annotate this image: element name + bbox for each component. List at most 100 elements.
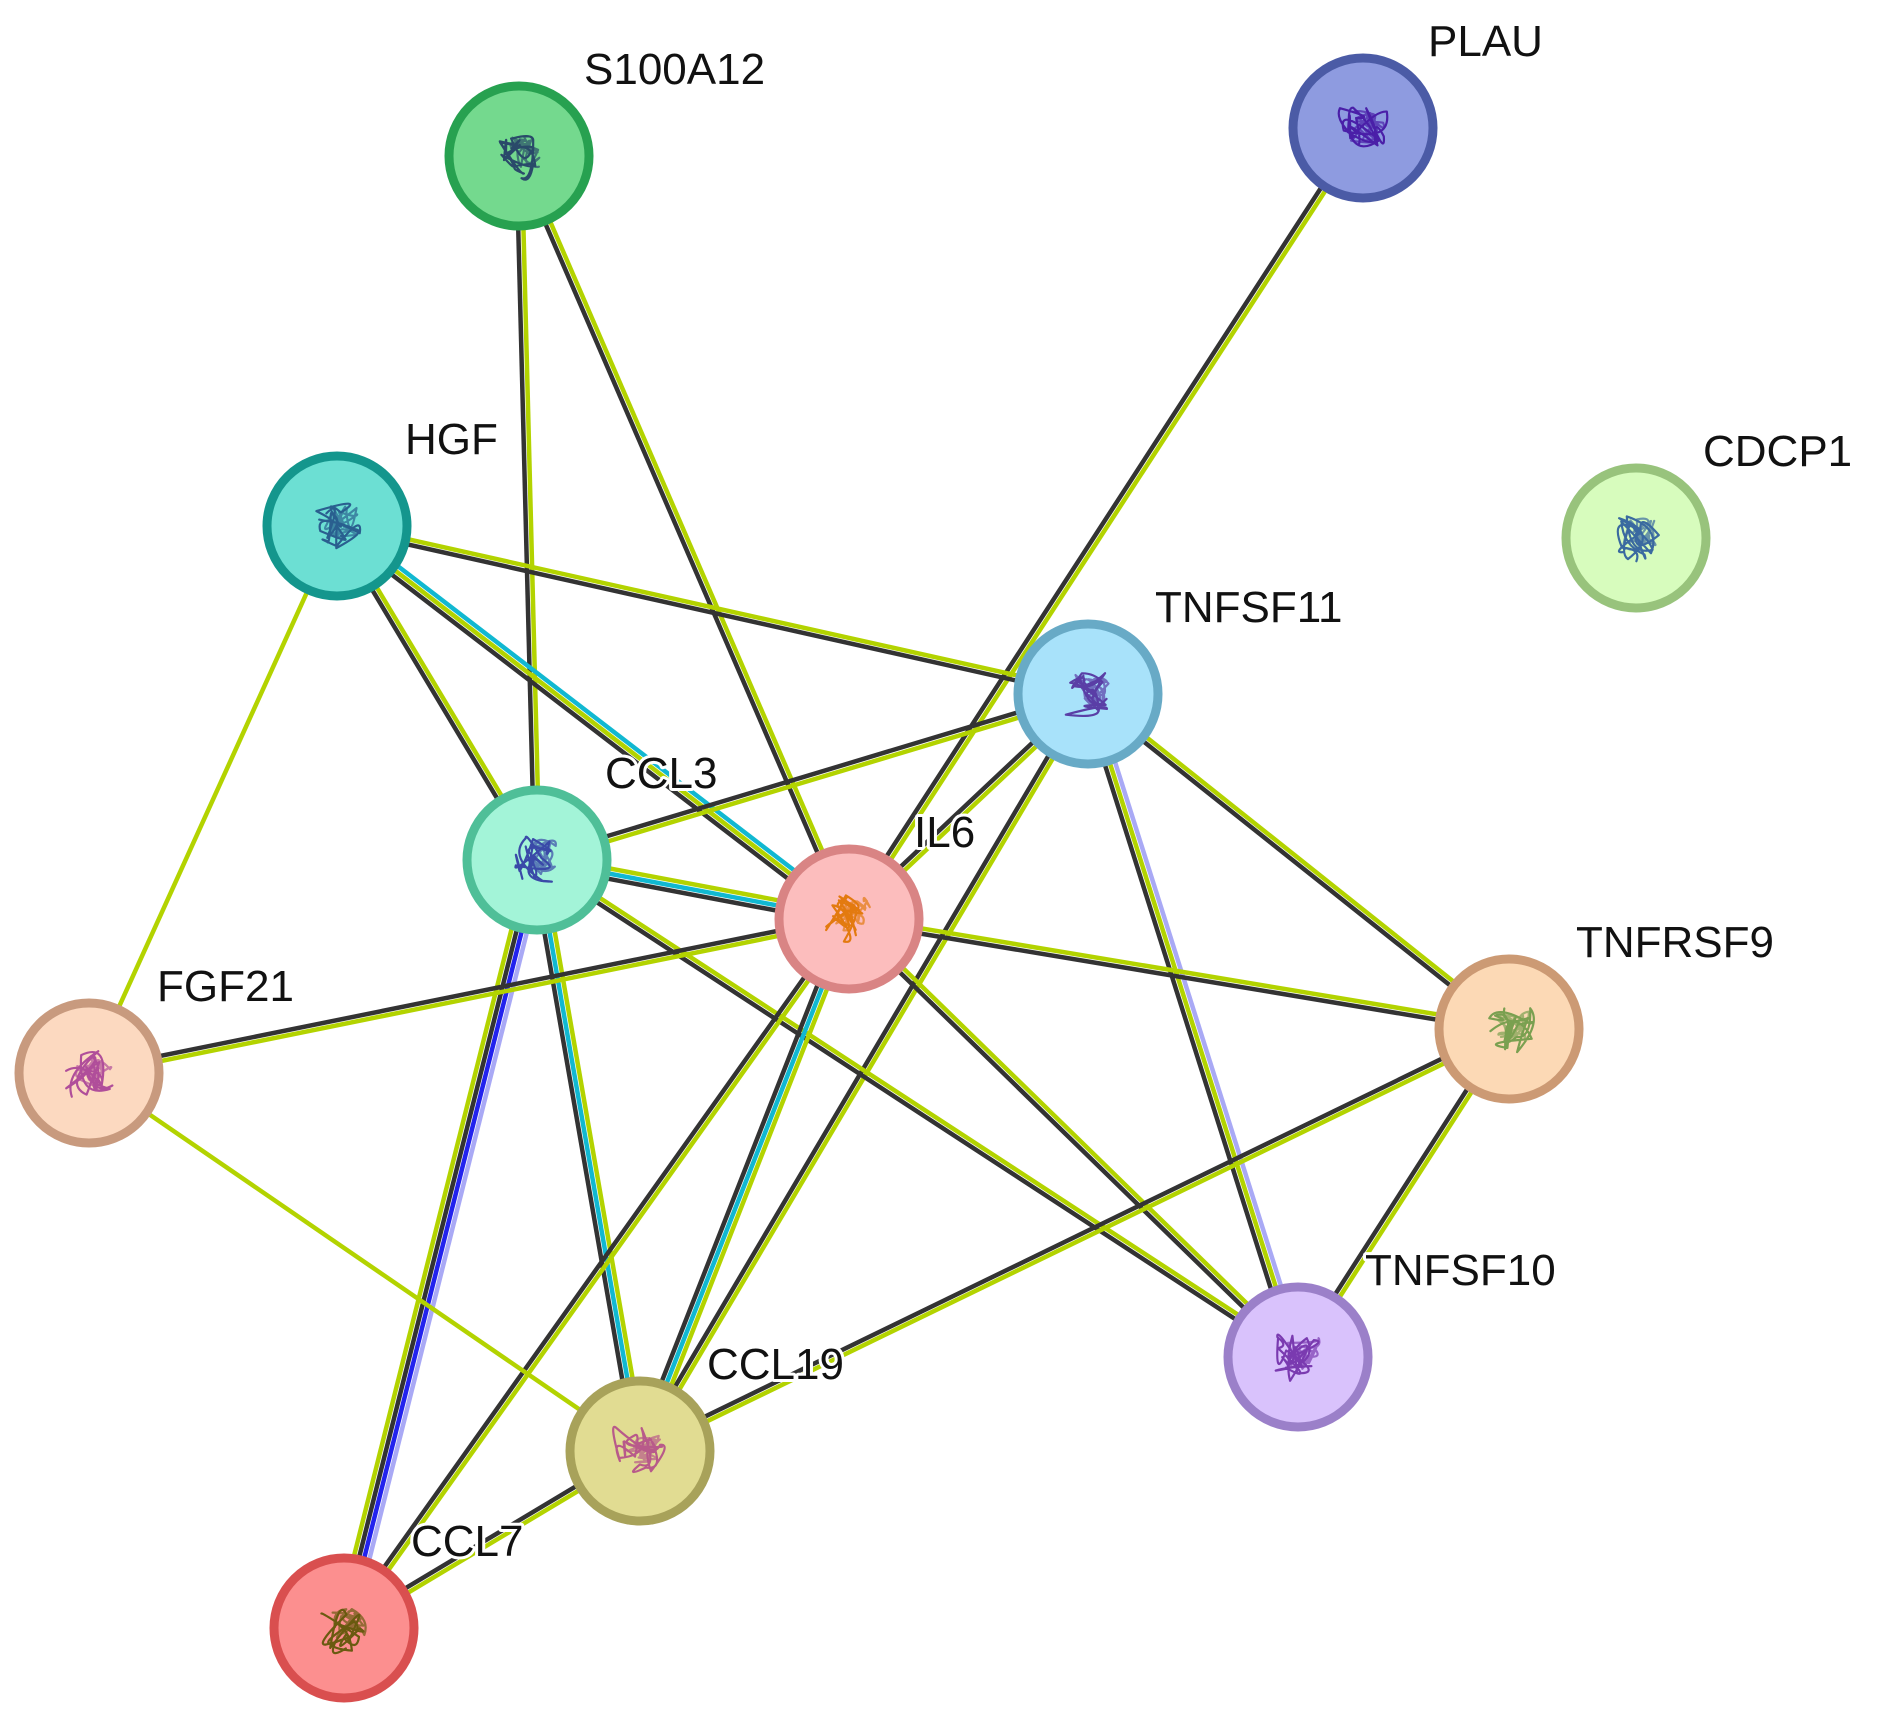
edge-hgf-tnfsf11[interactable] bbox=[335, 521, 1090, 699]
edge-line-textmining bbox=[89, 919, 850, 1078]
edge-line-coexpression bbox=[535, 689, 1088, 860]
edge-line-textmining bbox=[849, 128, 1368, 922]
node-label: FGF21 bbox=[157, 962, 294, 1011]
edge-line-textmining bbox=[539, 858, 648, 1451]
edge-ccl3-ccl7[interactable] bbox=[334, 857, 547, 1631]
edge-line-coexpression bbox=[534, 860, 1298, 1362]
edge-line-homology bbox=[1090, 691, 1306, 1357]
edges-layer bbox=[86, 125, 1514, 1633]
edge-s100a12-il6[interactable] bbox=[514, 154, 854, 921]
node-circle bbox=[444, 81, 594, 231]
protein-structure-icon bbox=[525, 838, 557, 876]
edge-plau-il6[interactable] bbox=[844, 125, 1368, 922]
node-label: CCL7 bbox=[411, 1517, 524, 1566]
node-label: TNFRSF9 bbox=[1576, 918, 1774, 967]
node-ccl19[interactable]: CCL19 bbox=[565, 1337, 847, 1526]
node-ccl3[interactable]: CCL3 bbox=[462, 746, 721, 935]
edge-il6-ccl7[interactable] bbox=[340, 916, 853, 1631]
protein-structure-icon bbox=[509, 135, 541, 169]
edge-line-textmining bbox=[1088, 690, 1513, 1029]
node-label: TNFSF11 bbox=[1155, 583, 1342, 632]
protein-structure-icon bbox=[1495, 1010, 1530, 1043]
node-label: S100A12 bbox=[584, 45, 765, 94]
edge-line-coexpression bbox=[633, 916, 847, 1450]
edge-line-coexpression bbox=[845, 919, 1298, 1361]
node-ccl7[interactable]: CCL7 bbox=[269, 1514, 527, 1703]
node-label: CDCP1 bbox=[1703, 427, 1852, 476]
protein-structure-icon bbox=[1074, 673, 1110, 709]
protein-structure-icon bbox=[1285, 1337, 1321, 1370]
edge-line-textmining bbox=[640, 1029, 1512, 1456]
edge-il6-tnfsf10[interactable] bbox=[845, 915, 1302, 1361]
edge-line-textmining bbox=[849, 914, 1510, 1029]
node-label: CCL3 bbox=[605, 749, 718, 798]
node-hgf[interactable]: HGF bbox=[262, 412, 501, 601]
node-label: IL6 bbox=[914, 808, 975, 857]
edge-ccl3-ccl19[interactable] bbox=[529, 858, 648, 1453]
edge-line-coexpression bbox=[514, 156, 537, 861]
edge-line-textmining bbox=[87, 1071, 642, 1453]
node-tnfsf11[interactable]: TNFSF11 bbox=[1013, 580, 1345, 769]
protein-structure-icon bbox=[1350, 109, 1386, 144]
edge-line-textmining bbox=[86, 525, 340, 1074]
edge-line-database bbox=[534, 859, 643, 1452]
protein-structure-icon bbox=[75, 1056, 113, 1088]
node-cdcp1[interactable]: CDCP1 bbox=[1561, 424, 1855, 613]
node-label: HGF bbox=[405, 415, 498, 464]
edge-tnfsf11-tnfrsf9[interactable] bbox=[1084, 690, 1513, 1033]
node-label: PLAU bbox=[1428, 17, 1543, 66]
edge-il6-fgf21[interactable] bbox=[88, 914, 850, 1078]
edge-tnfsf11-ccl3[interactable] bbox=[535, 689, 1090, 865]
edge-line-textmining bbox=[335, 524, 851, 921]
edge-line-coexpression bbox=[844, 125, 1363, 919]
protein-structure-icon bbox=[1064, 672, 1109, 717]
edge-line-coexpression bbox=[340, 916, 849, 1628]
node-il6[interactable]: IL6 bbox=[774, 805, 978, 994]
edge-s100a12-ccl3[interactable] bbox=[514, 155, 542, 861]
protein-structure-icon bbox=[626, 1434, 661, 1464]
node-label: CCL19 bbox=[707, 1340, 844, 1389]
edge-ccl3-tnfsf10[interactable] bbox=[534, 855, 1301, 1362]
node-s100a12[interactable]: S100A12 bbox=[444, 42, 768, 231]
protein-structure-icon bbox=[612, 1425, 666, 1474]
edge-line-textmining bbox=[537, 855, 1301, 1357]
edge-tnfrsf9-ccl19[interactable] bbox=[637, 1024, 1512, 1456]
edge-line-textmining bbox=[344, 919, 853, 1631]
edge-line-coexpression bbox=[88, 914, 849, 1073]
protein-structure-icon bbox=[835, 896, 871, 932]
edge-line-coexpression bbox=[1084, 694, 1509, 1033]
edge-il6-tnfrsf9[interactable] bbox=[848, 914, 1510, 1034]
edge-line-textmining bbox=[519, 155, 542, 860]
edge-line-coexpression bbox=[339, 858, 537, 1628]
node-fgf21[interactable]: FGF21 bbox=[14, 959, 297, 1148]
node-tnfsf10[interactable]: TNFSF10 bbox=[1223, 1243, 1559, 1432]
edge-fgf21-ccl19[interactable] bbox=[87, 1071, 642, 1453]
edge-line-database bbox=[338, 520, 854, 917]
edge-line-textmining bbox=[849, 915, 1302, 1357]
edge-line-textmining bbox=[337, 521, 1090, 694]
edge-line-coexpression bbox=[848, 919, 1509, 1034]
node-plau[interactable]: PLAU bbox=[1288, 14, 1546, 203]
edge-line-coexpression bbox=[335, 526, 1088, 699]
protein-structure-icon bbox=[320, 1608, 365, 1655]
edge-line-homology bbox=[349, 861, 547, 1631]
edge-line-coexpression bbox=[637, 1024, 1509, 1451]
edge-hgf-il6[interactable] bbox=[332, 520, 854, 925]
edge-line-textmining bbox=[642, 920, 856, 1454]
protein-structure-icon bbox=[331, 1608, 367, 1639]
edge-tnfsf11-tnfsf10[interactable] bbox=[1080, 691, 1306, 1360]
edge-line-experiments bbox=[344, 860, 542, 1630]
edge-il6-ccl19[interactable] bbox=[633, 916, 856, 1454]
edge-hgf-fgf21[interactable] bbox=[86, 525, 340, 1074]
edge-line-coexpression bbox=[514, 156, 849, 921]
edge-line-textmining bbox=[519, 154, 854, 919]
node-tnfrsf9[interactable]: TNFRSF9 bbox=[1434, 915, 1777, 1104]
edge-line-textmining bbox=[1085, 693, 1301, 1358]
edge-line-textmining bbox=[537, 694, 1090, 865]
edge-line-coexpression bbox=[1080, 694, 1296, 1360]
edge-line-coexpression bbox=[529, 860, 638, 1453]
edge-line-database bbox=[637, 918, 852, 1452]
protein-structure-icon bbox=[1622, 517, 1657, 551]
